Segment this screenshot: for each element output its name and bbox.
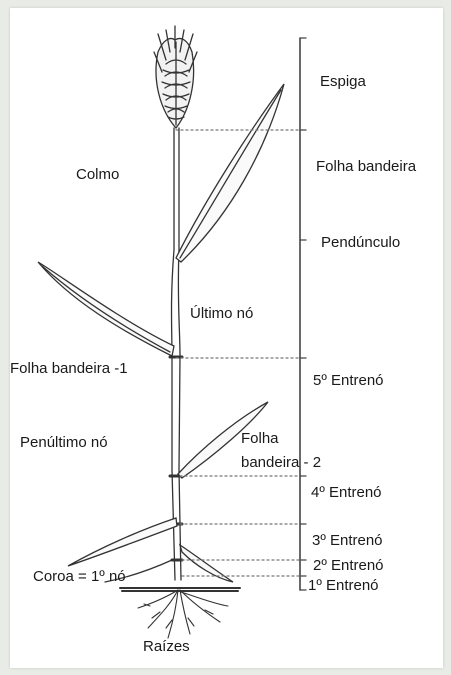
label-penduculo: Pendúnculo	[321, 234, 401, 251]
label-ultimo-no: Último nó	[190, 305, 254, 322]
label-5-entreno: 5º Entrenó	[313, 372, 384, 389]
scale-bar	[299, 37, 307, 591]
label-3-entreno: 3º Entrenó	[312, 532, 383, 549]
label-1-entreno: 1º Entrenó	[308, 577, 379, 594]
lower-leaf-left-illustration	[67, 517, 178, 567]
roots-illustration	[137, 589, 229, 639]
lower-leaf-right-illustration	[178, 543, 234, 583]
flag-leaf-minus-1-illustration	[37, 261, 175, 357]
label-raizes: Raízes	[143, 638, 190, 655]
label-coroa: Coroa = 1º nó	[33, 568, 126, 585]
label-folha-bandeira-1: Folha bandeira -1	[10, 360, 128, 377]
label-2-entreno: 2º Entrenó	[313, 557, 384, 574]
guide-lines	[175, 129, 301, 577]
flag-leaf-minus-2-illustration	[177, 401, 269, 479]
label-colmo: Colmo	[76, 166, 120, 183]
label-folha-bandeira-2-line2: bandeira - 2	[241, 454, 322, 471]
label-folha-bandeira-2-line1: Folha	[241, 430, 279, 447]
label-folha-bandeira: Folha bandeira	[316, 158, 417, 175]
spike-illustration	[153, 25, 198, 130]
label-4-entreno: 4º Entrenó	[311, 484, 382, 501]
label-penultimo-no: Penúltimo nó	[20, 434, 108, 451]
label-espiga: Espiga	[320, 73, 366, 90]
